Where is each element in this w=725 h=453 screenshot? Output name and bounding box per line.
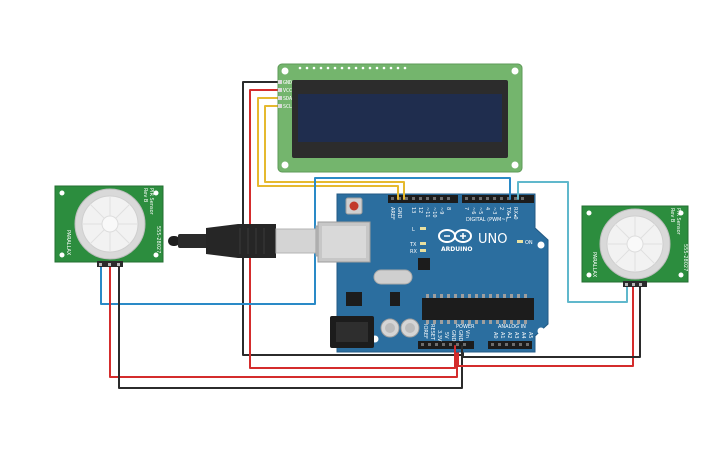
pir-sensor-left[interactable]: PIR Sensor Rev B 555-28027 PARALLAX [54,185,164,267]
pin-label-a4: A4 [520,332,526,339]
pir-right-label-a: PIR Sensor [675,208,681,236]
pin-label-gnd: GND [396,207,402,219]
pin-label-12: 12 [417,207,423,213]
pir-left-mount-hole [59,190,65,196]
pin-label-aref: AREF [389,207,395,220]
pin-label-5: ~5 [477,207,483,214]
pin-label-vin: Vin [464,330,470,338]
lcd-pin-gnd: GND [283,80,292,86]
wire-pir-right-vcc[interactable] [457,285,634,367]
pir-right-mount-hole [586,210,592,216]
arduino-mount-hole [537,241,545,249]
pin-label-a5: A5 [527,332,533,339]
pin-label-11: ~11 [424,207,430,218]
onboard-leds: L TX RX ON [409,227,533,255]
lcd-mount-hole [281,161,289,169]
pin-label-8: 8 [445,207,451,210]
lcd-mount-hole [511,161,519,169]
pir-sensor-right[interactable]: PIR Sensor Rev B 555-28027 PARALLAX [581,205,689,287]
usb-cable-strain [178,234,208,248]
lcd-module[interactable]: GND VCC SDA SCL [277,63,523,173]
led-l-label: L [412,227,415,233]
pir-left-mount-hole [59,252,65,258]
pir-right-dome-center [626,235,644,253]
pin-label-reset: RESET [429,324,435,341]
arduino-usb-chip [418,258,430,270]
power-section-label: POWER [456,324,475,330]
pin-label-4: 4 [484,207,490,210]
wire-ends [397,179,519,369]
usb-plug-body [206,224,276,258]
pin-label-6: ~6 [470,207,476,214]
pir-left-label-b: Rev B [142,188,148,203]
pin-label-a1: A1 [499,332,505,339]
lcd-top-header [298,66,407,70]
pin-label-13: 13 [410,207,416,213]
pir-left-label-a: PIR Sensor [148,188,154,216]
pin-label-2: 2 [498,207,504,210]
digital-pin-labels: AREF GND 13 12 ~11 ~10 ~9 8 7 ~6 ~5 4 ~3… [389,206,518,220]
led-tx-label: TX [409,242,417,248]
pin-label-a0: A0 [492,332,498,339]
pir-left-part: 555-28027 [155,226,161,253]
lcd-pin-scl: SCL [283,104,292,110]
digital-header-holes [391,197,524,200]
analog-section-label: ANALOG IN [498,324,526,330]
pir-left-dome-center [101,215,119,233]
usb-cable[interactable] [168,224,339,258]
lcd-pin-sda: SDA [283,96,292,102]
pir-left-mount-hole [153,190,159,196]
bottom-header-holes [421,343,529,346]
lcd-pin-vcc: VCC [283,88,292,94]
arduino-analog-header[interactable] [488,341,532,349]
lcd-mount-hole [281,67,289,75]
pin-label-5v: 5V [443,332,449,339]
pir-right-label-b: Rev B [669,208,675,223]
lcd-screen [298,94,502,142]
pin-label-ioref: IOREF [422,324,428,339]
pin-label-gnd-1: GND [450,330,456,342]
led-on-label: ON [525,240,533,246]
pin-label-a2: A2 [506,332,512,339]
pir-right-mount-hole [678,272,684,278]
usb-plug-metal [275,228,317,254]
arduino-crystal [373,269,413,285]
arduino-brand-text: ARDUINO [441,246,472,253]
pin-label-1: TX▸1 [505,206,511,219]
power-pin-labels: IOREF RESET 3.3V 5V GND GND Vin [422,324,470,342]
pir-right-mount-hole [586,272,592,278]
pin-label-3v3: 3.3V [436,330,442,342]
arduino-mount-hole [537,327,545,335]
pir-left-brand: PARALLAX [65,230,71,256]
digital-section-label: DIGITAL (PWM~) [466,217,508,223]
pin-label-3: ~3 [491,207,497,214]
arduino-power-header[interactable] [418,341,474,349]
pin-label-0: RX◂0 [512,207,518,220]
lcd-pins: GND VCC SDA SCL [278,80,292,110]
arduino-atmega-chip [422,298,534,320]
arduino-digital-header-a[interactable] [388,195,458,203]
analog-pin-labels: A0 A1 A2 A3 A4 A5 [492,332,533,339]
pin-label-9: ~9 [438,207,444,214]
pin-label-10: ~10 [431,207,437,218]
pin-label-7: 7 [463,207,469,210]
arduino-logo: ARDUINO [438,229,472,253]
arduino-digital-header-b[interactable] [462,195,534,203]
led-rx-label: RX [410,249,417,255]
pir-left-mount-hole [153,252,159,258]
pir-right-part: 555-28027 [682,244,688,271]
arduino-icsp [390,292,400,306]
arduino-uno[interactable]: AREF GND 13 12 ~11 ~10 ~9 8 7 ~6 ~5 4 ~3… [317,193,549,353]
atmega-pins [426,294,527,324]
pin-label-a3: A3 [513,332,519,339]
pir-right-brand: PARALLAX [591,252,597,278]
arduino-model-text: UNO [478,232,507,247]
lcd-mount-hole [511,67,519,75]
arduino-regulator [346,292,362,306]
usb-cable-tail [168,236,180,246]
pin-label-gnd-2: GND [457,330,463,342]
pir-right-mount-hole [678,210,684,216]
